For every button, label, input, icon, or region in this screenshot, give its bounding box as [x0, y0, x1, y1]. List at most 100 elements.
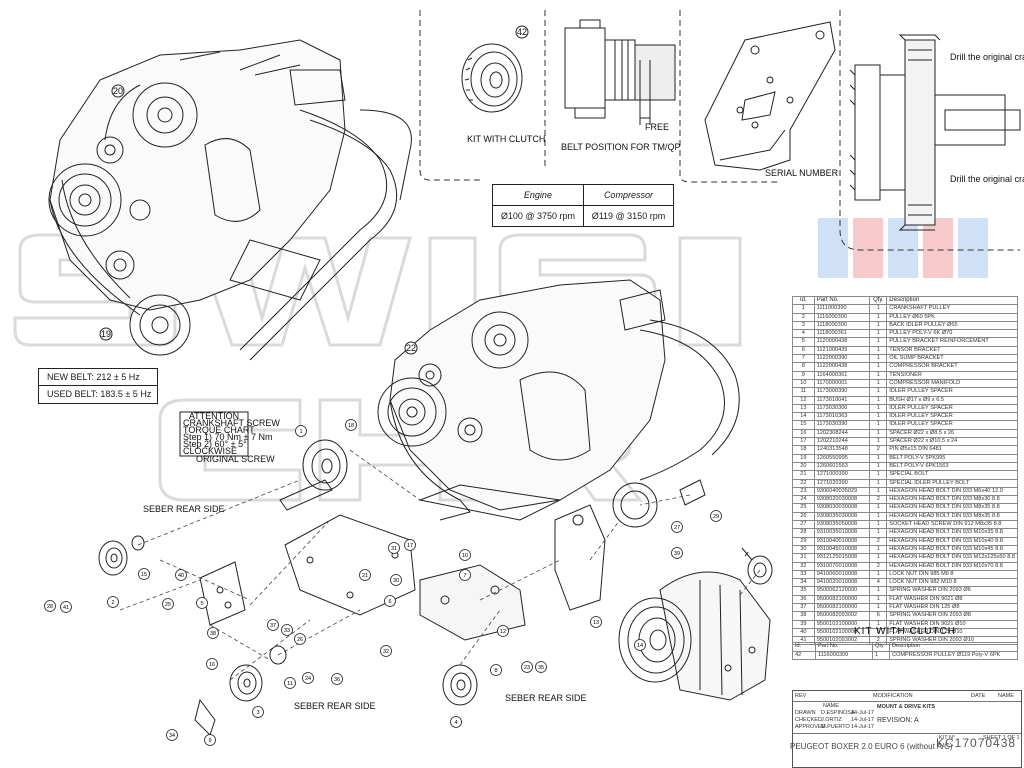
part-id: 4: [792, 329, 815, 339]
balloon-22: 22: [404, 341, 418, 355]
kit-cell-id: 42: [792, 650, 816, 660]
tb-sheet: SHEET 1 OF 1: [983, 735, 1020, 741]
part-description: SPRING WASHER DIN 2093 Ø6: [886, 586, 1018, 596]
part-number: 9310045010008: [813, 544, 871, 555]
svg-text:16: 16: [209, 662, 215, 668]
drill-note-top: Drill the original crankshaft pulley Ø10…: [950, 52, 1024, 62]
balloon-37: 37: [267, 619, 279, 631]
svg-text:17: 17: [407, 543, 413, 549]
part-description: LOCK NUT DIN 982 M10 8: [886, 578, 1018, 588]
svg-text:Step 2) 60° ± 5°: Step 2) 60° ± 5°: [183, 439, 247, 449]
part-id: 10: [792, 378, 815, 389]
part-number: 1122000438: [813, 362, 871, 372]
part-number: 1118000361: [813, 329, 871, 339]
part-qty: 1: [869, 594, 888, 605]
tb-approved: APPROVED: [795, 724, 826, 730]
kit-col-id: Id.: [792, 642, 816, 652]
svg-text:38: 38: [210, 631, 216, 637]
balloon-23: 23: [521, 661, 533, 673]
part-number: 1173030300: [813, 403, 871, 414]
part-qty: 1: [869, 470, 888, 480]
part-qty: 1: [869, 428, 888, 439]
watermark-color: [818, 218, 988, 278]
svg-text:14: 14: [637, 643, 643, 649]
part-description: HEXAGON HEAD BOLT DIN 933 M10x70 8.8: [886, 561, 1018, 571]
svg-text:33: 33: [284, 628, 290, 634]
tb-revision: REVISION: A: [877, 717, 919, 724]
part-qty: 6: [869, 611, 888, 621]
part-number: 9500102100000: [813, 627, 871, 638]
part-description: SPACER Ø22 x Ø8.5 x 26: [886, 428, 1018, 439]
tb-rev: REV: [795, 693, 807, 699]
balloon-17: 17: [404, 539, 416, 551]
part-id: 14: [792, 412, 815, 422]
balloon-6: 6: [384, 595, 396, 607]
part-number: 9500082100000: [813, 594, 871, 605]
part-description: COMPRESSOR MANIFOLD: [886, 378, 1018, 389]
svg-text:11: 11: [287, 681, 293, 687]
part-description: PULLEY Ø60 5PK: [886, 312, 1018, 322]
balloon-33: 33: [281, 624, 293, 636]
part-id: 26: [792, 511, 815, 522]
original-screw-caption: ORIGINAL SCREW: [196, 454, 275, 464]
balloon-42: 42: [515, 25, 529, 39]
part-number: 1202308244: [813, 428, 871, 439]
part-id: 5: [792, 337, 815, 347]
kit-col-qty: Qty.: [872, 642, 890, 652]
exploded-parts: [98, 439, 773, 736]
part-qty: 1: [869, 378, 888, 389]
used-belt-tension: USED BELT: 183.5 ± 5 Hz: [47, 389, 152, 399]
tb-date3: 14-Jul-17: [851, 724, 874, 730]
part-qty: 2: [869, 561, 888, 571]
part-id: 17: [792, 437, 815, 447]
part-id: 37: [792, 602, 815, 613]
part-description: HEXAGON HEAD BOLT DIN 933 M8x30 8.8: [886, 495, 1018, 505]
part-qty: 1: [869, 312, 888, 322]
col-part-no: Part No.: [813, 295, 871, 306]
svg-text:32: 32: [383, 649, 389, 655]
part-description: SOCKET HEAD SCREW DIN 912 M8x35 8.8: [886, 519, 1018, 530]
balloon-19: 19: [99, 327, 113, 341]
part-description: TENSOR BRACKET: [886, 345, 1018, 356]
svg-text:13: 13: [593, 620, 599, 626]
tb-drawn-by: D.ESPINOSA: [821, 710, 855, 716]
tb-checked-by: J.ORTIZ: [821, 717, 842, 723]
part-description: IDLER PULLEY SPACER: [886, 387, 1018, 397]
part-id: 32: [792, 561, 815, 571]
balloon-32: 32: [380, 645, 392, 657]
svg-text:2: 2: [111, 600, 114, 606]
svg-text:TORQUE CHART: TORQUE CHART: [183, 425, 255, 435]
balloon-15: 15: [138, 568, 150, 580]
part-number: 9308035030008: [813, 511, 871, 522]
part-number: 1120000438: [813, 337, 871, 347]
part-qty: 1: [869, 437, 888, 447]
part-number: 9500062120000: [813, 586, 871, 596]
balloon-13: 13: [590, 616, 602, 628]
part-qty: 1: [869, 395, 888, 405]
serial-number-caption: SERIAL NUMBER: [765, 168, 839, 178]
balloon-30: 30: [390, 574, 402, 586]
part-number: 1111000390: [813, 304, 871, 314]
svg-text:36: 36: [334, 677, 340, 683]
part-number: 9306040035029: [813, 486, 871, 497]
attention-box: ATTENTION CRANKSHAFT SCREW TORQUE CHART …: [179, 411, 280, 457]
part-description: HEXAGON HEAD BOLT DIN 933 M8x35 8.8: [886, 503, 1018, 513]
part-qty: 1: [869, 354, 888, 364]
part-qty: 1: [869, 420, 888, 430]
part-id: 9: [792, 370, 815, 380]
part-description: TENSIONER: [886, 370, 1018, 380]
kit-number: KC17070438: [936, 736, 1017, 750]
